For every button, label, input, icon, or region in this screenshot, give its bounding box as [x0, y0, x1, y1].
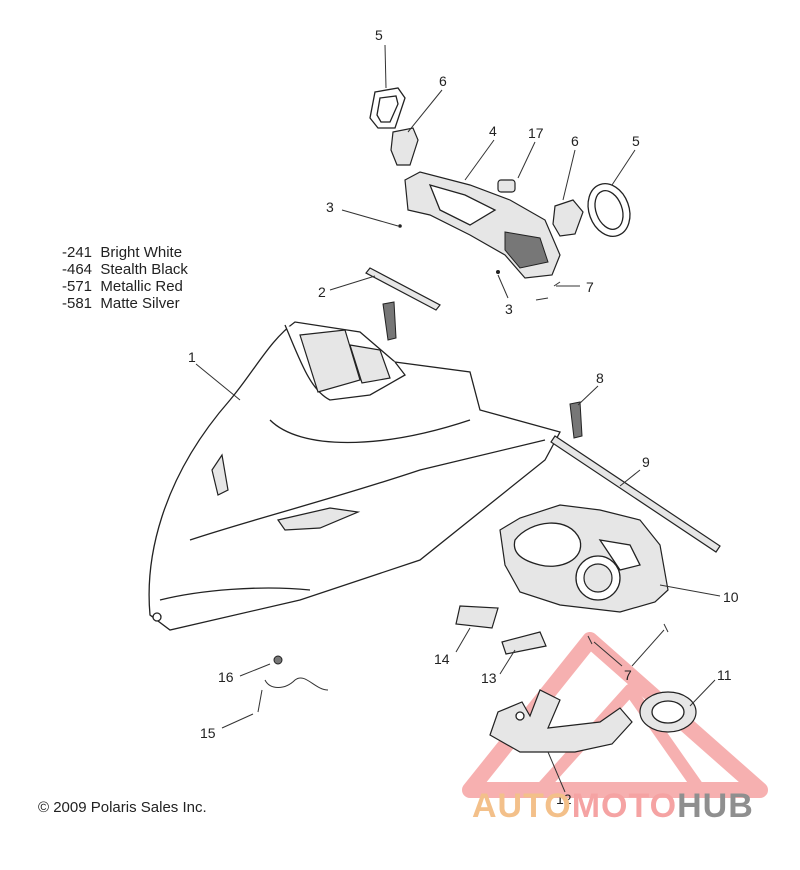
callout-4: 4: [489, 123, 497, 139]
legend-row: -581 Matte Silver: [62, 295, 180, 312]
callout-3: 3: [326, 199, 334, 215]
callout-7b: 7: [624, 667, 632, 683]
callout-15: 15: [200, 725, 216, 741]
screw-parts: [398, 224, 669, 645]
clip-part-8: [382, 301, 583, 439]
legend-row: -464 Stealth Black: [62, 261, 188, 278]
callout-17: 17: [528, 125, 544, 141]
callout-3b: 3: [505, 301, 513, 317]
gauge-housing-part-4: [404, 171, 561, 279]
callout-5: 5: [375, 27, 383, 43]
leader-lines: [195, 44, 721, 793]
label-part-14: [455, 605, 499, 629]
lens-part-6-left: [390, 127, 419, 166]
harness-part-15: [257, 655, 329, 713]
lens-part-5-right: [587, 183, 631, 237]
callout-7: 7: [586, 279, 594, 295]
callout-numbers: 5 6 4 17 6 5 3 3 7 2 1 8 9 10 7 11 12 13…: [188, 27, 739, 807]
tray-part-10: [499, 504, 669, 613]
callout-11: 11: [717, 667, 732, 683]
callout-16: 16: [218, 669, 234, 685]
color-legend: -241 Bright White -464 Stealth Black -57…: [62, 244, 188, 312]
callout-14: 14: [434, 651, 450, 667]
callout-2: 2: [318, 284, 326, 300]
lens-part-6-right: [552, 199, 584, 237]
hood-part: [148, 321, 561, 631]
plate-part-12: [489, 689, 633, 753]
callout-10: 10: [723, 589, 739, 605]
lens-part-5-left: [369, 87, 406, 129]
callout-5b: 5: [632, 133, 640, 149]
strip-part-9: [550, 435, 721, 553]
callout-6b: 6: [571, 133, 579, 149]
callout-9: 9: [642, 454, 650, 470]
ring-part-11: [639, 691, 697, 733]
strip-part-2: [365, 267, 441, 311]
callout-12: 12: [556, 791, 572, 807]
callout-6: 6: [439, 73, 447, 89]
label-part-13: [501, 631, 547, 655]
callout-8: 8: [596, 370, 604, 386]
legend-row: -241 Bright White: [62, 244, 183, 261]
callout-13: 13: [481, 670, 497, 686]
watermark-text: AUTOMOTOHUB: [472, 787, 754, 825]
cap-part-17: [497, 179, 516, 193]
callout-1: 1: [188, 349, 196, 365]
copyright-text: © 2009 Polaris Sales Inc.: [38, 799, 207, 816]
legend-row: -571 Metallic Red: [62, 278, 183, 295]
